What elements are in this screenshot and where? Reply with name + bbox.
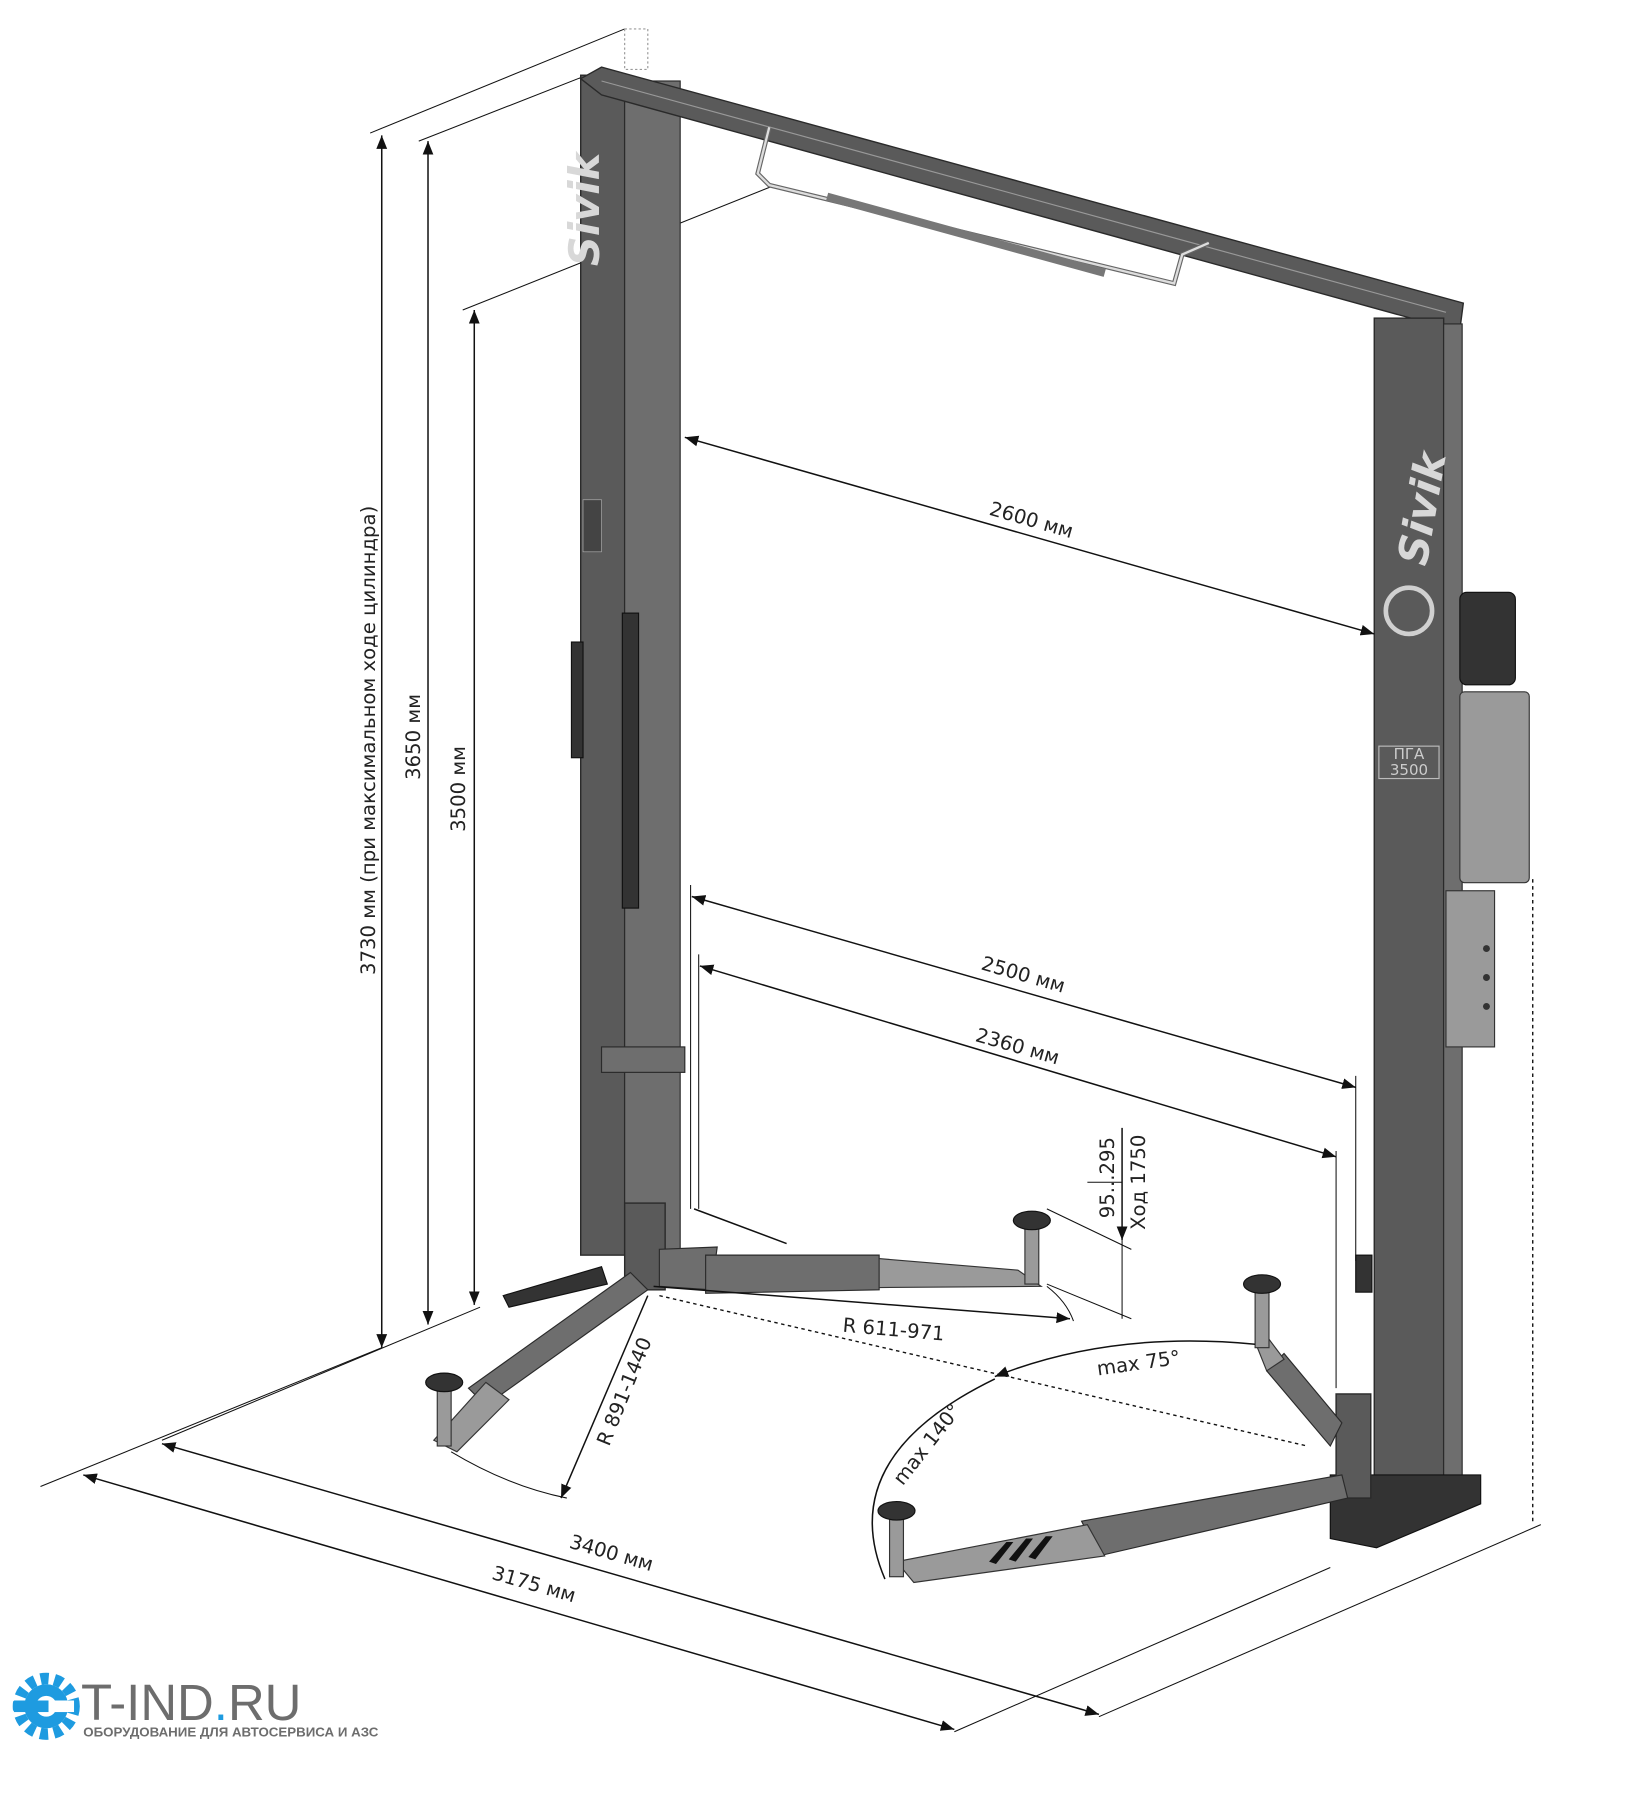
label-angle-short: max 75° [1095,1346,1181,1380]
label-width-outer: 2500 мм [979,952,1068,998]
top-beam [579,66,1465,331]
model-plate-top: ПГА [1394,745,1425,763]
width-dimension-lines [83,435,1375,1731]
logo-dot: . [214,1674,228,1731]
oil-tank [1459,691,1530,884]
lift-pad [1242,1274,1282,1349]
model-plate-number: 3500 [1390,761,1428,779]
label-height-clearance: 3500 мм [447,746,470,832]
brand-emblem-icon [1383,585,1435,637]
floor-outline [40,879,1542,1733]
brand-logo-left: Sivik [560,150,609,266]
lift-pad [425,1372,464,1447]
height-dimension-lines [369,28,776,1348]
gear-wrench-icon [12,1672,80,1740]
logo-name-prefix: T-IND [81,1674,214,1731]
label-stroke: Ход 1750 [1127,1135,1150,1230]
left-column: Sivik [560,74,686,1256]
logo-tagline: ОБОРУДОВАНИЕ ДЛЯ АВТОСЕРВИСА И АЗС [83,1724,378,1739]
label-width-inner: 2360 мм [973,1024,1062,1070]
lift-pad [1012,1210,1051,1285]
label-height-column: 3650 мм [402,694,425,780]
t-ind-logo: T-IND.RU ОБОРУДОВАНИЕ ДЛЯ АВТОСЕРВИСА И … [12,1672,379,1740]
label-angle-long: max 140° [888,1399,965,1489]
label-height-max: 3730 мм (при максимальном ходе цилиндра) [357,506,380,975]
label-pad-height: 95...295 [1096,1137,1119,1218]
label-base-depth: 3175 мм [489,1561,578,1607]
label-short-arm-radius: R 611-971 [842,1314,946,1346]
right-column: Sivik ПГА 3500 [1329,317,1530,1549]
logo-name-suffix: RU [228,1674,301,1731]
motor [1459,591,1516,686]
dimension-labels: 3730 мм (при максимальном ходе цилиндра)… [357,497,1182,1607]
left-arms [425,1202,1051,1453]
svg-text:T-IND.RU: T-IND.RU [81,1674,301,1731]
label-base-width: 3400 мм [567,1530,656,1576]
control-box [1445,890,1496,1048]
